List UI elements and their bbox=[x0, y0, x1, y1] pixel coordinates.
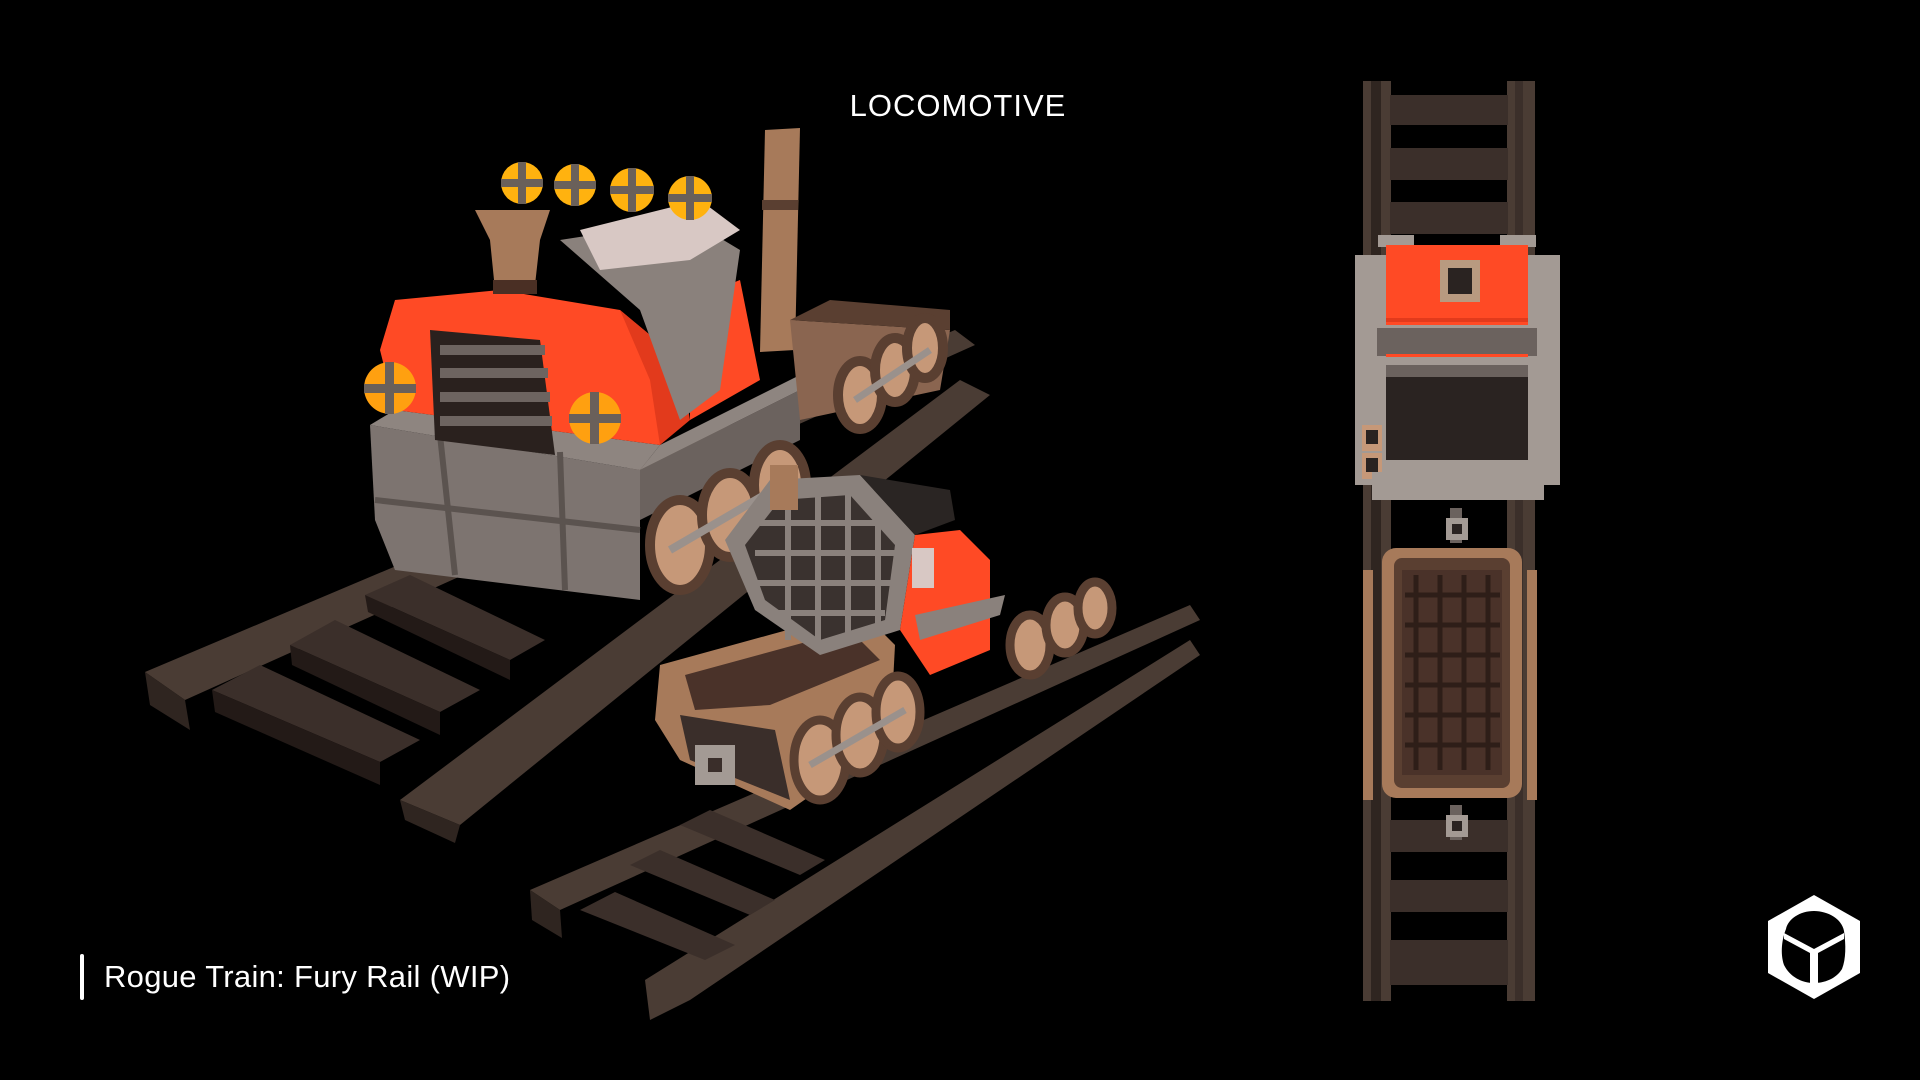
rear-exhaust-stack bbox=[770, 465, 798, 510]
rear-red-cab bbox=[900, 530, 1005, 675]
caption-divider bbox=[80, 954, 84, 1000]
hex-cube-logo-icon bbox=[1766, 893, 1862, 1001]
locomotive-rear-view bbox=[520, 460, 1220, 1020]
title-text: LOCOMOTIVE bbox=[849, 88, 1067, 123]
top-locomotive bbox=[1355, 235, 1560, 500]
locomotive-top-illustration bbox=[1355, 81, 1560, 1001]
locomotive-body bbox=[370, 128, 950, 600]
headlamps bbox=[364, 162, 712, 444]
project-caption: Rogue Train: Fury Rail (WIP) bbox=[80, 954, 510, 1000]
page-title: LOCOMOTIVE bbox=[0, 88, 1920, 124]
locomotive-rear-illustration bbox=[530, 465, 1200, 1020]
track-top bbox=[1363, 81, 1535, 1001]
top-tender bbox=[1363, 548, 1537, 800]
caption-text: Rogue Train: Fury Rail (WIP) bbox=[104, 959, 511, 994]
locomotive-top-view bbox=[1350, 80, 1570, 1005]
hex-cage bbox=[725, 475, 955, 655]
top-couplers bbox=[1446, 508, 1468, 840]
